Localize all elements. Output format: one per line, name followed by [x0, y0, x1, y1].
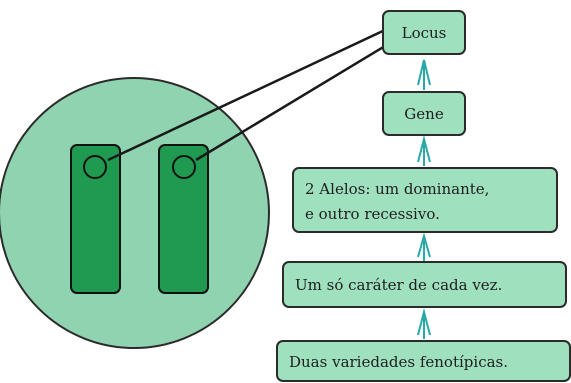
connector-arrow-alleles-to-gene — [417, 135, 431, 166]
concept-label-phenotypes: Duas variedades fenotípicas. — [289, 353, 508, 371]
locus-dot-right — [172, 155, 196, 179]
concept-box-phenotypes-frame — [276, 340, 571, 382]
concept-label-alleles-line-1: 2 Alelos: um dominante, — [305, 180, 489, 198]
locus-pointer-line-right — [195, 44, 386, 162]
concept-box-gene: Gene — [382, 91, 466, 136]
chromosome-right — [158, 144, 209, 294]
concept-label-alleles-line-2: e outro recessivo. — [305, 205, 440, 223]
chromosome-right-body — [158, 144, 209, 294]
connector-arrow-gene-to-locus-shape — [417, 59, 431, 90]
concept-box-single-trait-frame — [282, 261, 567, 308]
connector-arrow-phenotypes-to-single-trait — [417, 308, 431, 339]
connector-arrow-single-trait-to-alleles — [417, 232, 431, 261]
locus-dot-left — [83, 155, 107, 179]
cell-circle — [0, 77, 270, 349]
concept-label-locus: Locus — [402, 24, 447, 42]
chromosome-left — [70, 144, 121, 294]
connector-arrow-single-trait-to-alleles-shape — [417, 232, 431, 261]
chromosome-left-body — [70, 144, 121, 294]
connector-arrow-alleles-to-gene-shape — [417, 135, 431, 166]
concept-box-locus: Locus — [382, 10, 466, 55]
connector-arrow-gene-to-locus — [417, 59, 431, 90]
concept-box-locus-frame — [382, 10, 466, 55]
concept-box-phenotypes: Duas variedades fenotípicas. — [276, 340, 571, 382]
connector-arrow-phenotypes-to-single-trait-shape — [417, 308, 431, 339]
concept-label-gene: Gene — [404, 105, 444, 123]
concept-label-single-trait: Um só caráter de cada vez. — [295, 276, 502, 294]
concept-box-alleles: 2 Alelos: um dominante, e outro recessiv… — [292, 167, 558, 233]
concept-box-single-trait: Um só caráter de cada vez. — [282, 261, 567, 308]
concept-box-alleles-frame — [292, 167, 558, 233]
concept-box-gene-frame — [382, 91, 466, 136]
locus-pointer-line-left — [107, 28, 386, 162]
